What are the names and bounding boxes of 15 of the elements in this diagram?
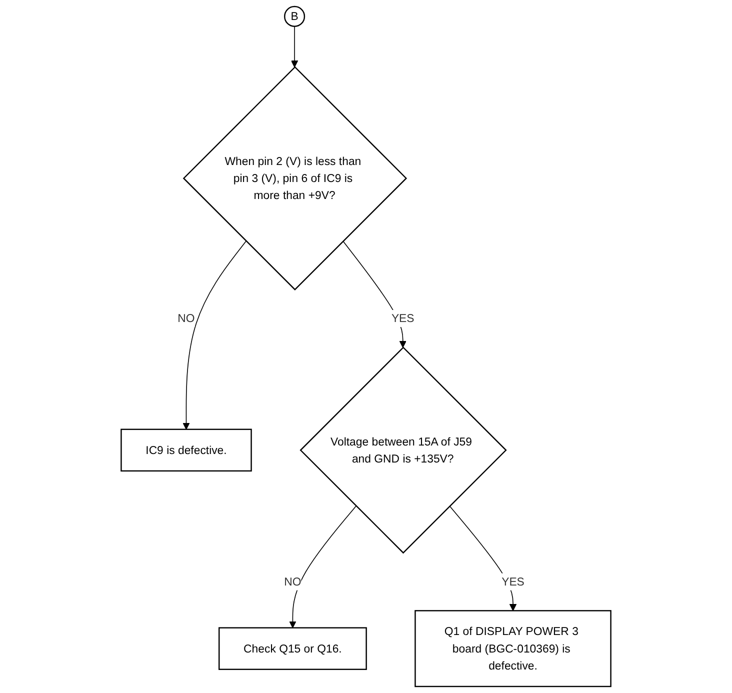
node-box: IC9 is defective.	[120, 428, 252, 472]
arrow	[290, 26, 298, 68]
edge-label: YES	[391, 312, 414, 325]
edge-label: NO	[178, 312, 195, 325]
node-diamond: Voltage between 15A of J59 and GND is +135V?	[300, 346, 507, 554]
arrow	[289, 506, 356, 628]
arrow	[342, 240, 406, 348]
edge-label: YES	[502, 574, 524, 588]
edge-label: NO	[284, 574, 302, 588]
node-box: Q1 of DISPLAY POWER 3 board (BGC-010369) is defective.	[414, 610, 612, 688]
node-circle: B	[284, 6, 306, 27]
arrow	[449, 506, 517, 612]
node-box: Check Q15 or Q16.	[218, 627, 367, 670]
arrow	[182, 240, 246, 430]
node-diamond: When pin 2 (V) is less than pin 3 (V), pin 6 of IC9 is more than +9V?	[182, 66, 408, 290]
